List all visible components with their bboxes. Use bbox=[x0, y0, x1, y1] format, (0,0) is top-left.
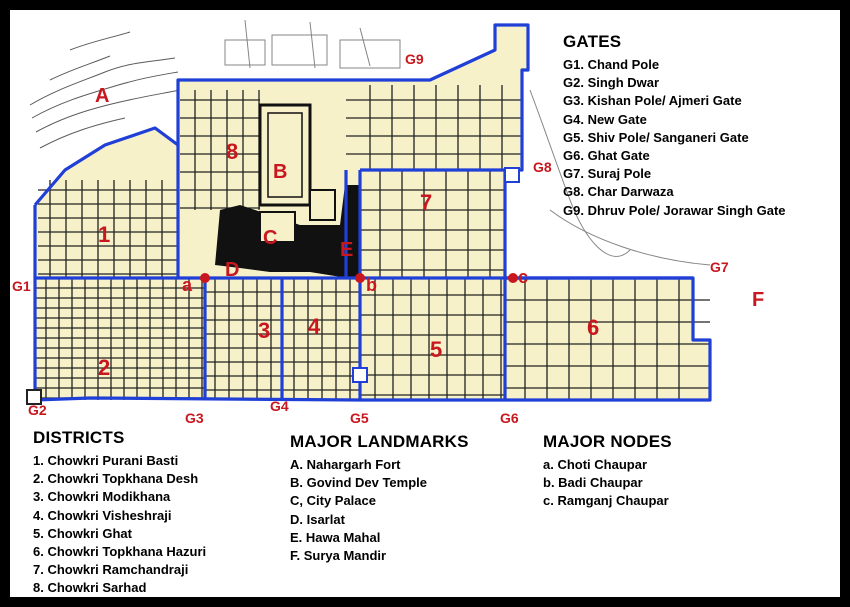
district-label-6: 6 bbox=[587, 315, 599, 340]
node-b-marker bbox=[355, 273, 365, 283]
landmark-label-c: C bbox=[263, 227, 277, 249]
gate-label-g9: G9 bbox=[405, 51, 424, 67]
district-item: 1. Chowkri Purani Basti bbox=[33, 453, 179, 468]
district-label-7: 7 bbox=[420, 190, 432, 215]
districts-legend: DISTRICTS 1. Chowkri Purani Basti 2. Cho… bbox=[33, 428, 206, 597]
landmark-item: D. Isarlat bbox=[290, 511, 345, 527]
gate-label-g5: G5 bbox=[350, 410, 369, 426]
district-item: 4. Chowkri Visheshraji bbox=[33, 507, 172, 523]
gates-legend: GATES G1. Chand Pole G2. Singh Dwar G3. … bbox=[563, 32, 786, 220]
node-label-c: c bbox=[518, 267, 528, 287]
gate-label-g7: G7 bbox=[710, 259, 729, 275]
chaupar-markers bbox=[200, 273, 518, 283]
landmark-item: C, City Palace bbox=[290, 493, 376, 509]
northern-outskirts bbox=[224, 19, 711, 266]
node-item: c. Ramganj Chaupar bbox=[543, 493, 669, 509]
gate-label-g3: G3 bbox=[185, 410, 204, 426]
city-palace-complex bbox=[215, 103, 360, 280]
landmark-label-f: F bbox=[752, 289, 764, 311]
street-grid bbox=[35, 85, 710, 400]
landmark-label-a: A bbox=[95, 85, 109, 107]
node-a-marker bbox=[200, 273, 210, 283]
gate-item: G9. Dhruv Pole/ Jorawar Singh Gate bbox=[563, 202, 786, 218]
gate-label-g8: G8 bbox=[533, 159, 552, 175]
nodes-legend: MAJOR NODES a. Choti Chaupar b. Badi Cha… bbox=[543, 432, 672, 511]
landmark-label-e: E bbox=[340, 239, 353, 261]
map-frame: G1 G2 G3 G4 G5 G6 G7 G8 G9 1 2 3 4 5 6 7… bbox=[10, 10, 840, 597]
landmark-item: A. Nahargarh Fort bbox=[290, 457, 401, 472]
landmarks-legend-title: MAJOR LANDMARKS bbox=[290, 432, 469, 451]
district-label-2: 2 bbox=[98, 355, 110, 380]
district-item: 6. Chowkri Topkhana Hazuri bbox=[33, 544, 207, 560]
landmark-item: F. Surya Mandir bbox=[290, 548, 387, 564]
gate-markers bbox=[26, 167, 520, 405]
gate-item: G1. Chand Pole bbox=[563, 57, 660, 72]
gate-item: G7. Suraj Pole bbox=[563, 166, 652, 182]
gate-item: G4. New Gate bbox=[563, 111, 647, 127]
gates-legend-title: GATES bbox=[563, 32, 622, 51]
gate-item: G6. Ghat Gate bbox=[563, 148, 650, 164]
district-label-4: 4 bbox=[308, 314, 321, 339]
gate-label-g4: G4 bbox=[270, 398, 289, 414]
district-item: 2. Chowkri Topkhana Desh bbox=[33, 471, 199, 487]
district-label-3: 3 bbox=[258, 318, 270, 343]
node-label-b: b bbox=[366, 275, 377, 295]
landmarks-legend: MAJOR LANDMARKS A. Nahargarh Fort B. Gov… bbox=[290, 432, 469, 565]
gate-label-g1: G1 bbox=[12, 278, 31, 294]
landmark-label-d: D bbox=[225, 259, 239, 281]
district-label-1: 1 bbox=[98, 222, 110, 247]
gate-item: G5. Shiv Pole/ Sanganeri Gate bbox=[563, 129, 749, 145]
gate-label-g2: G2 bbox=[28, 402, 47, 418]
gate-label-g6: G6 bbox=[500, 410, 519, 426]
district-item: 3. Chowkri Modikhana bbox=[33, 489, 171, 505]
district-label-8: 8 bbox=[226, 139, 238, 164]
terrain-hatching bbox=[29, 31, 181, 149]
gate-item: G3. Kishan Pole/ Ajmeri Gate bbox=[563, 93, 742, 109]
gate-item: G8. Char Darwaza bbox=[563, 184, 674, 200]
node-item: a. Choti Chaupar bbox=[543, 457, 648, 472]
landmark-item: B. Govind Dev Temple bbox=[290, 475, 428, 491]
city-map: G1 G2 G3 G4 G5 G6 G7 G8 G9 1 2 3 4 5 6 7… bbox=[12, 19, 764, 426]
node-item: b. Badi Chaupar bbox=[543, 475, 643, 491]
gate-item: G2. Singh Dwar bbox=[563, 75, 660, 91]
district-item: 5. Chowkri Ghat bbox=[33, 525, 132, 541]
nodes-legend-title: MAJOR NODES bbox=[543, 432, 672, 451]
node-c-marker bbox=[508, 273, 518, 283]
district-item: 8. Chowkri Sarhad bbox=[33, 580, 147, 596]
node-label-a: a bbox=[182, 275, 193, 295]
landmark-label-b: B bbox=[273, 161, 287, 183]
district-label-5: 5 bbox=[430, 337, 442, 362]
district-item: 7. Chowkri Ramchandraji bbox=[33, 562, 189, 578]
landmark-item: E. Hawa Mahal bbox=[290, 529, 381, 545]
districts-legend-title: DISTRICTS bbox=[33, 428, 125, 447]
